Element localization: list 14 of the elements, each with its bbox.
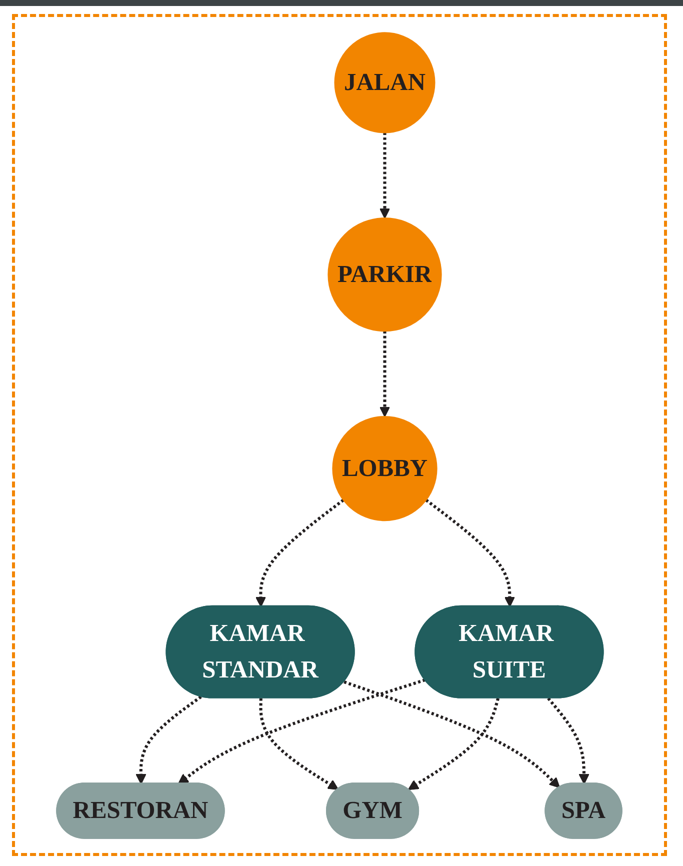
arrow — [260, 698, 339, 790]
node-circle — [334, 32, 436, 133]
arrow — [178, 678, 426, 784]
arrow — [256, 498, 345, 607]
arrow — [547, 696, 590, 784]
arrow — [136, 695, 202, 784]
dashed-frame: JALAN PARKIR LOBBY KAMAR STANDAR KAMAR SUITE RESTORAN GYM SPA — [12, 14, 667, 856]
arrow — [425, 498, 516, 607]
arrow — [408, 697, 500, 790]
node-circle — [332, 415, 438, 521]
arrow — [380, 330, 390, 417]
node-circle — [328, 217, 442, 332]
arrow — [380, 132, 390, 218]
arrow — [344, 680, 560, 788]
